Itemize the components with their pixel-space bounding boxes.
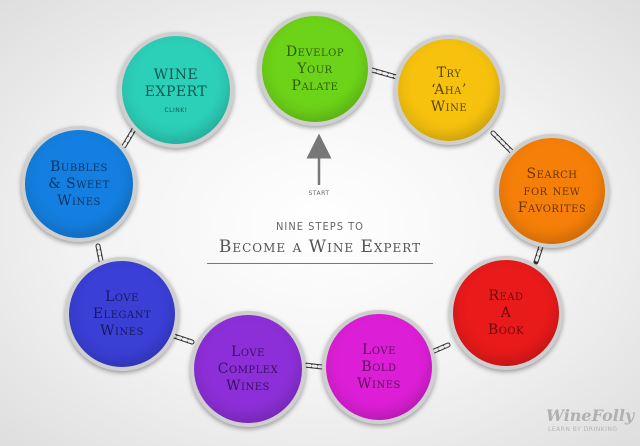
step-label: Search for new Favorites <box>517 165 587 216</box>
step-wine-expert: WINE EXPERT CLINK! <box>118 32 234 148</box>
title-divider <box>207 263 433 264</box>
step-love-elegant-wines: Love Elegant Wines <box>65 257 179 371</box>
step-label: Love Elegant Wines <box>92 288 152 339</box>
step-read-book: Read A Book <box>449 256 563 370</box>
step-label: Read A Book <box>487 287 525 338</box>
step-label: Try ‘Aha’ Wine <box>430 64 468 115</box>
step-label: Bubbles & Sweet Wines <box>48 158 110 209</box>
step-love-complex-wines: Love Complex Wines <box>190 311 306 427</box>
step-label: Develop Your Palate <box>285 43 345 94</box>
brand-logo: WineFolly <box>546 406 635 425</box>
step-love-bold-wines: Love Bold Wines <box>322 310 436 424</box>
step-develop-palate: Develop Your Palate <box>258 12 372 126</box>
step-label: WINE EXPERT <box>144 66 208 100</box>
step-bubbles-sweet-wines: Bubbles & Sweet Wines <box>21 126 137 242</box>
step-sublabel: CLINK! <box>164 106 188 114</box>
diagram-title: Become a Wine Expert <box>218 237 422 257</box>
start-label: START <box>308 190 330 197</box>
step-try-aha-wine: Try ‘Aha’ Wine <box>394 35 504 145</box>
brand-tagline: LEARN BY DRINKING <box>548 426 618 433</box>
rope-2 <box>490 130 515 155</box>
step-label: Love Complex Wines <box>217 343 279 394</box>
step-search-favorites: Search for new Favorites <box>495 134 609 248</box>
diagram-subtitle: NINE STEPS TO <box>276 220 364 233</box>
step-label: Love Bold Wines <box>357 341 401 392</box>
